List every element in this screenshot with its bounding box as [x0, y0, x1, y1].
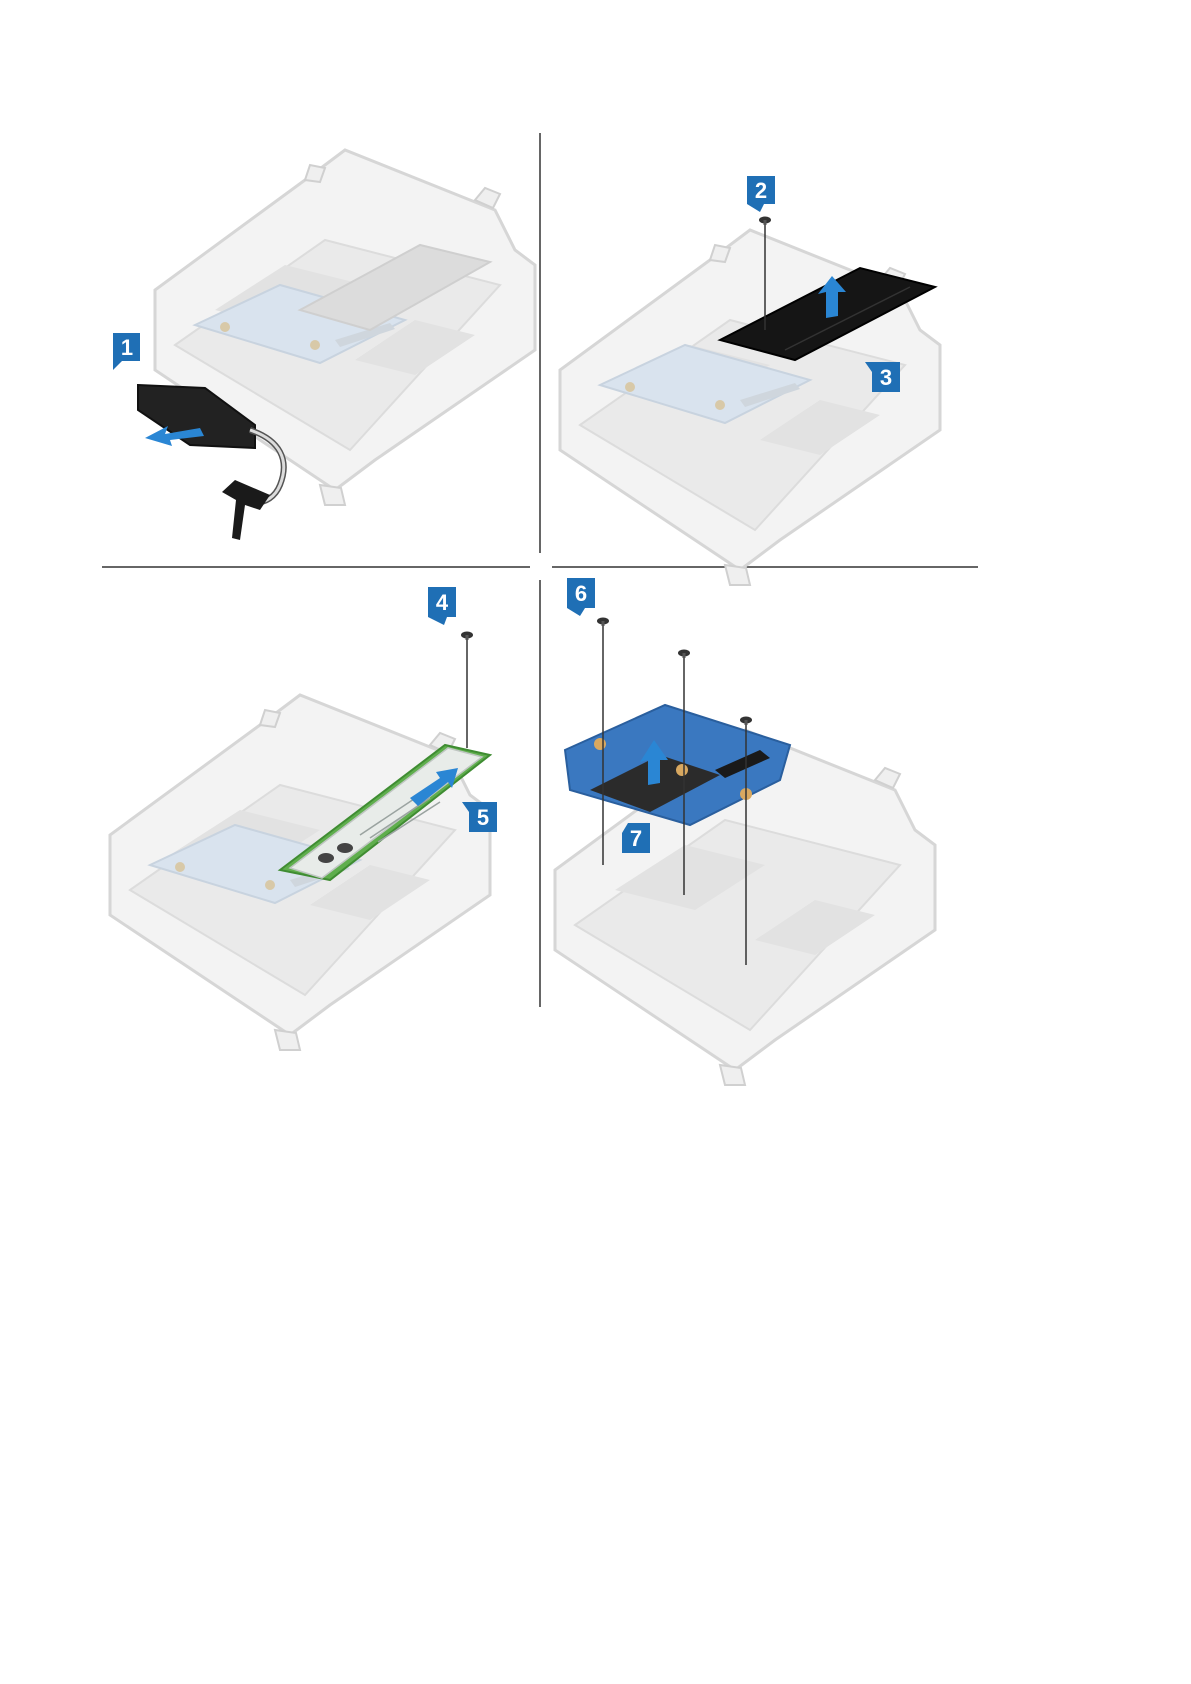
hdd-cable-tail [222, 480, 270, 540]
panel-4: 6 7 [555, 578, 935, 1085]
panel-2: 2 3 [560, 176, 940, 585]
callout-3-label: 3 [880, 365, 892, 390]
callout-6: 6 [567, 578, 595, 616]
callout-4-label: 4 [436, 590, 449, 615]
callout-7-label: 7 [630, 826, 642, 851]
callout-4: 4 [428, 587, 456, 625]
screw-icon-6a [597, 618, 609, 627]
screw-icon-6b [678, 650, 690, 659]
callout-2: 2 [747, 176, 775, 212]
callout-5-label: 5 [477, 805, 489, 830]
screw-icon-6c [740, 717, 752, 726]
panel-3: 4 5 [110, 587, 497, 1050]
callout-1-label: 1 [121, 335, 133, 360]
callout-7: 7 [622, 823, 650, 853]
screw-icon-4 [461, 632, 473, 641]
callout-6-label: 6 [575, 581, 587, 606]
panel-1: 1 [113, 150, 535, 540]
screw-icon-2 [759, 217, 771, 226]
callout-1: 1 [113, 333, 140, 370]
callout-2-label: 2 [755, 178, 767, 203]
